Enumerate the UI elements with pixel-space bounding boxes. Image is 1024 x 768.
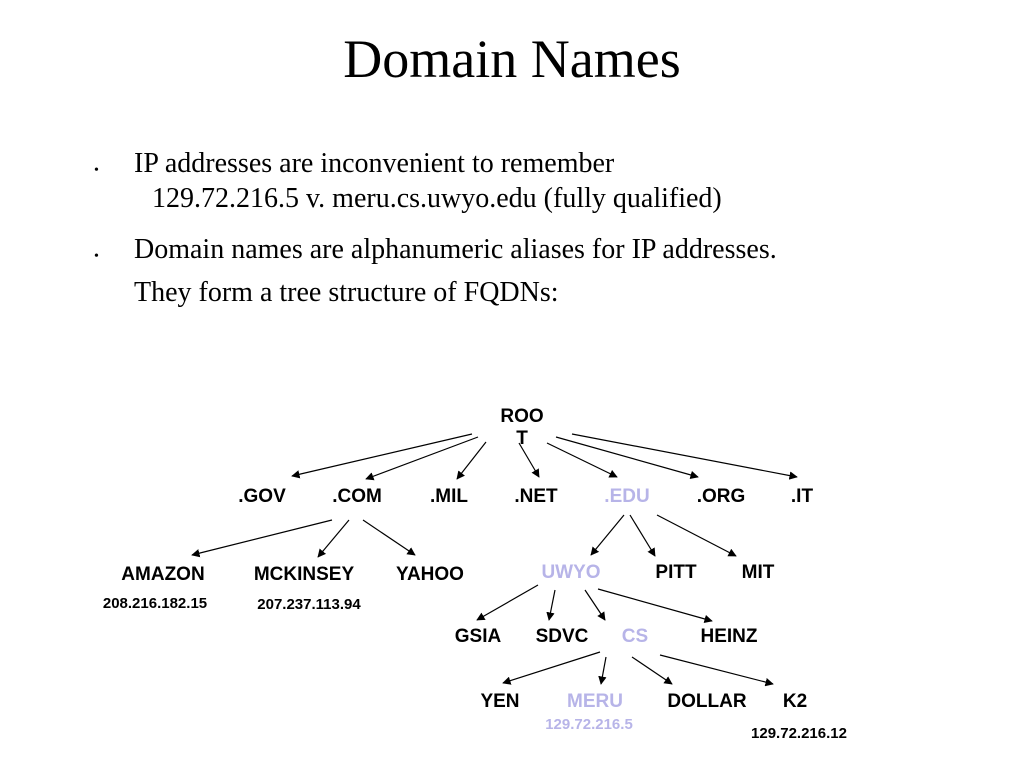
edge-cs-meru (598, 656, 607, 685)
ip-amazon: 208.216.182.15 (103, 595, 207, 612)
node-dollar: DOLLAR (667, 691, 746, 712)
node-com: .COM (332, 486, 382, 507)
edge-com-yahoo (362, 519, 416, 556)
node-k2: K2 (783, 691, 807, 712)
ip-mckinsey: 207.237.113.94 (257, 596, 361, 613)
edge-edu-mit (656, 514, 737, 557)
node-cs: CS (622, 626, 648, 647)
ip-k2: 129.72.216.12 (751, 725, 847, 742)
node-mil: .MIL (430, 486, 468, 507)
edge-edu-uwyo (590, 514, 625, 556)
edge-root-it (571, 433, 798, 480)
node-heinz: HEINZ (701, 626, 758, 647)
node-meru: MERU (567, 691, 623, 712)
bullet-2-line-1: Domain names are alphanumeric aliases fo… (134, 234, 777, 265)
slide-title: Domain Names (343, 29, 681, 89)
node-uwyo: UWYO (541, 562, 600, 583)
node-root-cont: T (516, 428, 528, 449)
edge-root-edu (546, 442, 618, 478)
node-mckinsey: MCKINSEY (254, 564, 355, 585)
edge-cs-yen (502, 651, 601, 685)
node-net: .NET (514, 486, 558, 507)
node-gsia: GSIA (455, 626, 502, 647)
edge-cs-k2 (659, 654, 774, 687)
bullet-marker-2: • (94, 249, 99, 264)
edge-uwyo-heinz (597, 588, 713, 624)
node-yen: YEN (480, 691, 519, 712)
edge-uwyo-cs (584, 589, 606, 621)
node-yahoo: YAHOO (396, 564, 464, 585)
edge-com-mckinsey (317, 519, 350, 558)
edge-com-amazon (191, 519, 333, 558)
edge-root-mil (456, 441, 487, 480)
node-amazon: AMAZON (121, 564, 204, 585)
bullet-1-line-2: 129.72.216.5 v. meru.cs.uwyo.edu (fully … (152, 183, 722, 214)
edge-root-org (555, 436, 699, 479)
edge-uwyo-gsia (476, 584, 539, 621)
node-sdvc: SDVC (536, 626, 589, 647)
bullet-2-line-2: They form a tree structure of FQDNs: (134, 277, 559, 308)
node-mit: MIT (742, 562, 775, 583)
edge-uwyo-sdvc (546, 589, 556, 621)
edge-root-gov (291, 433, 473, 479)
node-org: .ORG (697, 486, 746, 507)
node-edu: .EDU (604, 486, 649, 507)
node-gov: .GOV (238, 486, 286, 507)
edge-edu-pitt (629, 514, 656, 557)
bullet-1-line-1: IP addresses are inconvenient to remembe… (134, 148, 615, 179)
tree-edges (191, 433, 798, 687)
ip-meru: 129.72.216.5 (545, 716, 633, 733)
edge-cs-dollar (631, 656, 673, 685)
node-it: .IT (791, 486, 814, 507)
edge-root-com (365, 436, 479, 481)
bullet-marker-1: • (94, 163, 99, 178)
node-pitt: PITT (655, 562, 697, 583)
node-root: ROO (500, 406, 543, 427)
edge-root-net (518, 442, 540, 478)
